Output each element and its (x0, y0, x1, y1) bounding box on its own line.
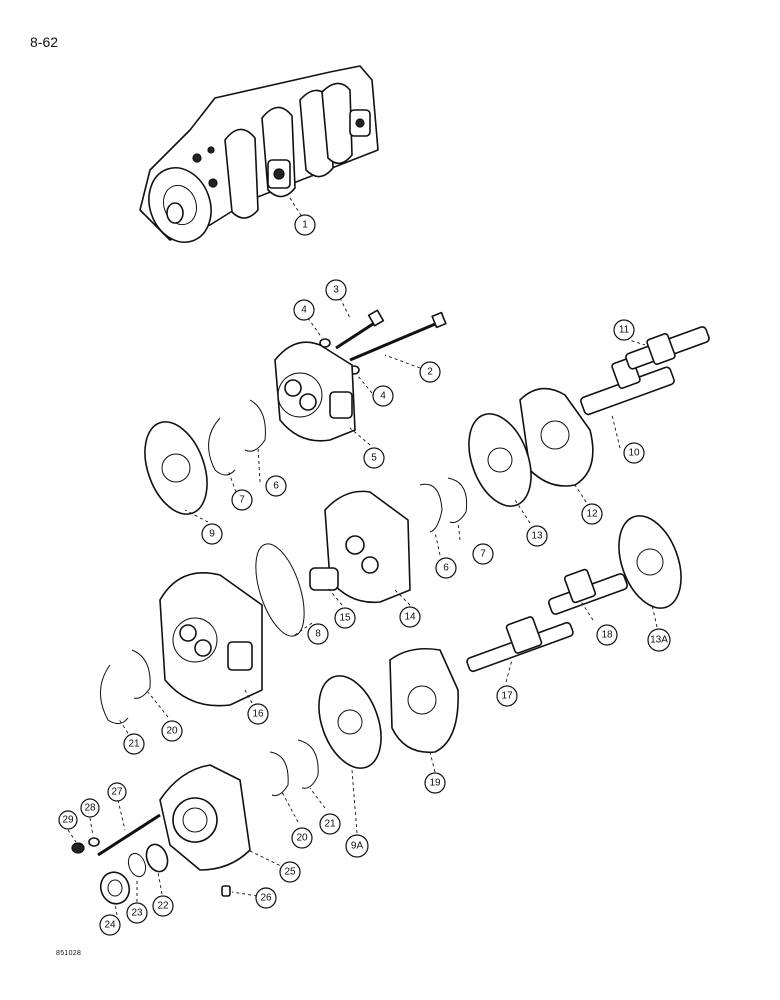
svg-text:27: 27 (111, 787, 123, 798)
svg-text:23: 23 (131, 908, 143, 919)
svg-text:15: 15 (339, 613, 351, 624)
callout-8: 8 (307, 623, 329, 645)
callout-27: 27 (107, 782, 127, 802)
callout-14: 14 (399, 606, 421, 628)
page-number: 8-62 (30, 34, 59, 50)
callouts: 1 2 3 4 4 5 6 7 9 10 11 12 13 6 7 14 15 … (58, 214, 671, 936)
svg-text:18: 18 (601, 630, 613, 641)
assembled-pump (139, 65, 379, 243)
svg-text:7: 7 (239, 495, 245, 506)
callout-29: 29 (58, 810, 78, 830)
callout-7a: 7 (231, 489, 253, 511)
callout-15: 15 (334, 607, 356, 629)
callout-26: 26 (255, 887, 277, 909)
callout-28: 28 (80, 798, 100, 818)
callout-22: 22 (152, 895, 174, 917)
svg-text:4: 4 (301, 305, 307, 316)
callout-10: 10 (623, 442, 645, 464)
svg-text:28: 28 (84, 803, 96, 814)
callout-12: 12 (581, 503, 603, 525)
callout-3: 3 (325, 279, 347, 301)
callout-13: 13 (526, 525, 548, 547)
callout-20a: 20 (161, 720, 183, 742)
svg-text:3: 3 (333, 285, 339, 296)
svg-text:20: 20 (296, 833, 308, 844)
svg-text:24: 24 (104, 920, 116, 931)
svg-text:14: 14 (404, 612, 416, 623)
callout-19: 19 (424, 772, 446, 794)
callout-24: 24 (99, 914, 121, 936)
callout-7b: 7 (472, 543, 494, 565)
callout-6a: 6 (265, 475, 287, 497)
callout-2: 2 (419, 361, 441, 383)
svg-text:21: 21 (128, 739, 140, 750)
svg-text:8: 8 (315, 629, 321, 640)
exploded-parts (71, 309, 710, 905)
svg-text:4: 4 (380, 391, 386, 402)
callout-13A: 13A (647, 628, 671, 652)
callout-18: 18 (596, 624, 618, 646)
svg-text:12: 12 (586, 509, 598, 520)
callout-9: 9 (201, 523, 223, 545)
svg-text:26: 26 (260, 893, 272, 904)
svg-text:22: 22 (157, 901, 169, 912)
svg-text:29: 29 (62, 815, 74, 826)
callout-6b: 6 (435, 557, 457, 579)
callout-21a: 21 (123, 733, 145, 755)
svg-text:1: 1 (302, 220, 308, 231)
callout-20b: 20 (291, 827, 313, 849)
svg-text:13: 13 (531, 531, 543, 542)
callout-23: 23 (126, 902, 148, 924)
callout-25: 25 (279, 861, 301, 883)
svg-text:17: 17 (501, 691, 513, 702)
callout-1: 1 (294, 214, 316, 236)
svg-text:9A: 9A (351, 841, 364, 852)
svg-text:25: 25 (284, 867, 296, 878)
callout-21b: 21 (319, 813, 341, 835)
callout-11: 11 (613, 319, 635, 341)
svg-text:13A: 13A (650, 635, 668, 646)
svg-text:10: 10 (628, 448, 640, 459)
figure-code: 851028 (56, 950, 82, 957)
svg-text:20: 20 (166, 726, 178, 737)
callout-5: 5 (363, 447, 385, 469)
callout-4a: 4 (293, 299, 315, 321)
svg-text:7: 7 (480, 549, 486, 560)
svg-text:2: 2 (427, 367, 433, 378)
callout-4b: 4 (372, 385, 394, 407)
svg-text:5: 5 (371, 453, 377, 464)
svg-text:16: 16 (252, 709, 264, 720)
callout-9A: 9A (345, 834, 369, 858)
callout-16: 16 (247, 703, 269, 725)
leader-lines (67, 197, 658, 916)
svg-text:19: 19 (429, 778, 441, 789)
svg-text:11: 11 (619, 325, 630, 336)
svg-text:6: 6 (443, 563, 449, 574)
svg-text:9: 9 (209, 529, 215, 540)
svg-text:21: 21 (324, 819, 336, 830)
callout-17: 17 (496, 685, 518, 707)
svg-text:6: 6 (273, 481, 279, 492)
